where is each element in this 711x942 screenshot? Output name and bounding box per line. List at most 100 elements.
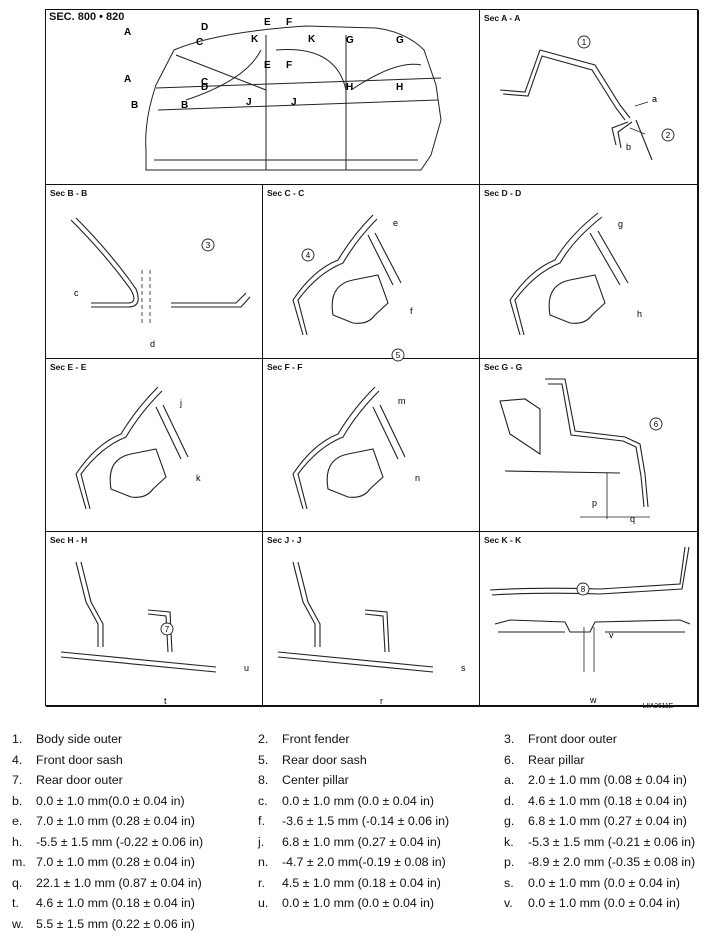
legend-item: g.6.8 ± 1.0 mm (0.27 ± 0.04 in) bbox=[504, 811, 687, 831]
legend-text: 4.5 ± 1.0 mm (0.18 ± 0.04 in) bbox=[282, 875, 441, 890]
legend-text: 0.0 ± 1.0 mm (0.0 ± 0.04 in) bbox=[282, 793, 435, 808]
legend-item: f.-3.6 ± 1.5 mm (-0.14 ± 0.06 in) bbox=[258, 811, 449, 831]
section-a-drawing bbox=[499, 49, 653, 161]
section-c-drawing bbox=[292, 214, 402, 336]
legend-text: 0.0 ± 1.0 mm (0.0 ± 0.04 in) bbox=[528, 896, 681, 910]
legend-item: 8.Center pillar bbox=[258, 770, 349, 790]
legend-key: f. bbox=[258, 814, 265, 828]
legend-item: p.-8.9 ± 2.0 mm (-0.35 ± 0.08 in) bbox=[504, 852, 695, 872]
section-panel-g: Sec G - G bbox=[480, 359, 699, 532]
legend-key: a. bbox=[504, 773, 515, 787]
legend-item: 1.Body side outer bbox=[12, 729, 122, 749]
legend-item: h. -5.5 ± 1.5 mm (-0.22 ± 0.06 in) bbox=[12, 832, 203, 852]
section-panel-d: Sec D - D bbox=[480, 185, 699, 359]
legend-text: 6.8 ± 1.0 mm (0.27 ± 0.04 in) bbox=[528, 814, 687, 828]
section-marker-label: B bbox=[181, 100, 188, 111]
figure-code: LIIA2611E bbox=[642, 703, 674, 710]
section-title: Sec F - F bbox=[267, 362, 303, 372]
dimension-label: q bbox=[630, 514, 635, 524]
legend-item: s.0.0 ± 1.0 mm (0.0 ± 0.04 in) bbox=[504, 873, 680, 893]
legend-text: 6.8 ± 1.0 mm (0.27 ± 0.04 in) bbox=[282, 834, 441, 849]
legend-item: k.-5.3 ± 1.5 mm (-0.21 ± 0.06 in) bbox=[504, 832, 695, 852]
part-callout: 3 bbox=[201, 238, 215, 252]
dimension-label: r bbox=[380, 696, 383, 706]
section-k-drawing bbox=[489, 546, 691, 672]
svg-text:3: 3 bbox=[206, 241, 211, 250]
legend-item: 7. Rear door outer bbox=[12, 770, 123, 790]
legend-text: Front fender bbox=[282, 732, 350, 746]
section-e-drawing bbox=[75, 386, 189, 510]
legend-text: Front door outer bbox=[528, 732, 617, 746]
dimension-label: b bbox=[626, 142, 631, 152]
part-callout: 5 bbox=[391, 348, 405, 362]
figure-title: SEC. 800 • 820 bbox=[49, 11, 125, 23]
legend-key: s. bbox=[504, 875, 514, 890]
legend-key: u. bbox=[258, 896, 269, 910]
legend-item: 3.Front door outer bbox=[504, 729, 617, 749]
section-f-drawing bbox=[292, 386, 406, 510]
legend-key: e. bbox=[12, 814, 23, 828]
legend-key: k. bbox=[504, 834, 514, 849]
section-marker-label: K bbox=[251, 34, 259, 45]
section-panel-h: Sec H - H bbox=[46, 532, 263, 707]
legend-text: -5.5 ± 1.5 mm (-0.22 ± 0.06 in) bbox=[36, 834, 204, 849]
legend-key: 4. bbox=[12, 752, 23, 767]
section-marker-label: D bbox=[201, 82, 208, 93]
legend-text: 7.0 ± 1.0 mm (0.28 ± 0.04 in) bbox=[36, 855, 195, 869]
dimension-label: h bbox=[637, 309, 642, 319]
legend-text: 22.1 ± 1.0 mm (0.87 ± 0.04 in) bbox=[36, 875, 202, 890]
legend-key: r. bbox=[258, 875, 265, 890]
part-callout: 7 bbox=[160, 622, 174, 636]
legend-item: 5.Rear door sash bbox=[258, 750, 367, 770]
legend-item: n.-4.7 ± 2.0 mm(-0.19 ± 0.08 in) bbox=[258, 852, 446, 872]
section-marker-label: C bbox=[196, 37, 203, 48]
legend-item: d.4.6 ± 1.0 mm (0.18 ± 0.04 in) bbox=[504, 791, 687, 811]
legend-item: e.7.0 ± 1.0 mm (0.28 ± 0.04 in) bbox=[12, 811, 195, 831]
section-panel-j: Sec J - J bbox=[263, 532, 480, 707]
legend-item: 2.Front fender bbox=[258, 729, 350, 749]
legend-key: 1. bbox=[12, 732, 23, 746]
legend-key: 7. bbox=[12, 773, 23, 787]
legend-item: q. 22.1 ± 1.0 mm (0.87 ± 0.04 in) bbox=[12, 873, 202, 893]
section-panel-e: Sec E - E bbox=[46, 359, 263, 532]
section-title: Sec G - G bbox=[484, 362, 523, 372]
section-marker-label: K bbox=[308, 34, 316, 45]
legend-item: t.4.6 ± 1.0 mm (0.18 ± 0.04 in) bbox=[12, 893, 195, 913]
legend-key: t. bbox=[12, 896, 19, 910]
legend-key: j. bbox=[258, 834, 265, 849]
legend-item: 4.Front door sash bbox=[12, 750, 123, 770]
legend-key: 5. bbox=[258, 752, 269, 767]
section-panel-k: Sec K - K bbox=[480, 532, 699, 707]
legend-item: v.0.0 ± 1.0 mm (0.0 ± 0.04 in) bbox=[504, 893, 680, 913]
dimension-label: e bbox=[393, 218, 398, 228]
legend-item: u.0.0 ± 1.0 mm (0.0 ± 0.04 in) bbox=[258, 893, 434, 913]
section-marker-label: J bbox=[246, 97, 252, 108]
section-marker-label: J bbox=[291, 97, 297, 108]
legend-item: j. 6.8 ± 1.0 mm (0.27 ± 0.04 in) bbox=[258, 832, 441, 852]
section-title: Sec B - B bbox=[50, 188, 88, 198]
section-title: Sec E - E bbox=[50, 362, 87, 372]
legend-key: w. bbox=[12, 916, 24, 931]
svg-text:2: 2 bbox=[666, 131, 671, 140]
section-marker-label: E bbox=[264, 60, 271, 71]
legend-key: h. bbox=[12, 834, 23, 849]
section-marker-label: C bbox=[201, 77, 208, 88]
section-marker-label: G bbox=[396, 35, 404, 46]
svg-text:4: 4 bbox=[306, 251, 311, 260]
legend-text: Rear door outer bbox=[36, 773, 123, 787]
dimension-label: w bbox=[589, 695, 597, 705]
section-marker-label: A bbox=[124, 74, 131, 85]
part-callout: 4 bbox=[301, 248, 315, 262]
section-g-drawing bbox=[499, 378, 650, 519]
section-marker-label: D bbox=[201, 22, 208, 33]
legend-key: p. bbox=[504, 855, 515, 869]
section-panel-f: Sec F - F bbox=[263, 359, 480, 532]
section-title: Sec H - H bbox=[50, 535, 88, 545]
legend-key: n. bbox=[258, 855, 269, 869]
legend-key: q. bbox=[12, 875, 23, 890]
dimension-label: m bbox=[398, 396, 406, 406]
dimension-label: j bbox=[179, 398, 182, 408]
